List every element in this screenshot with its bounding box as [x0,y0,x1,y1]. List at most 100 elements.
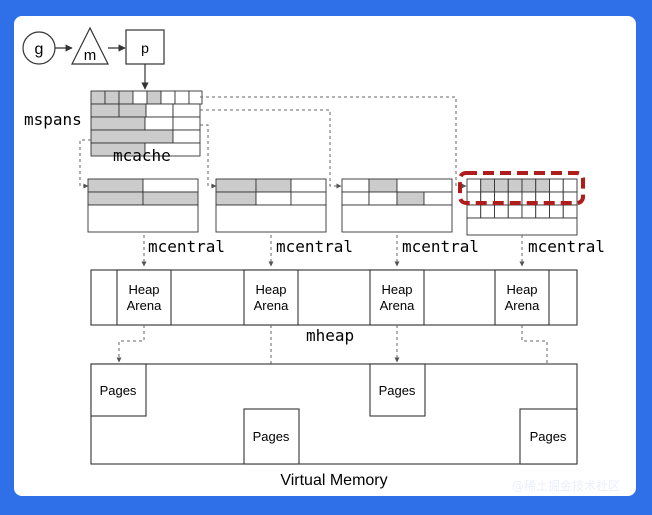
mcentral-2-cell-1-0 [215,191,257,206]
heap-arena-2-line2: Arena [254,298,289,313]
mcentral-4-cell-2-5 [535,204,550,219]
mcache-span-cell-2-0 [90,116,146,131]
mcentral-4-cell-0-3 [507,178,523,193]
mcentral-3-cell-0-2 [396,178,453,193]
mcentral-2-cell-0-1 [255,178,292,193]
mcentral-label-2: mcentral [276,237,353,256]
processor-label: p [141,40,149,56]
virtual-memory-box [90,363,578,465]
runtime-memory-diagram: g m p mspans mcache mcentral mcentral mc… [22,26,605,489]
mcentral-3-cell-1-0 [341,191,370,206]
mcentral-label-1: mcentral [148,237,225,256]
diagram-frame: g m p mspans mcache mcentral mcentral mc… [14,16,636,496]
arena-1-to-pages [116,325,145,363]
heap-arena-4 [494,269,550,326]
mcentral-2-cell-0-2 [290,178,327,193]
mspans-label: mspans [24,110,82,129]
heap-arena-1 [116,269,172,326]
mcentral-2-body [215,204,327,233]
mcache-to-mcentral-1 [79,139,91,189]
mcentral-4-cell-2-7 [562,204,578,219]
mcache-span-cell-0-5 [160,90,176,105]
mcentral-4-cell-0-5 [535,178,550,193]
mcentral-box-2 [215,178,327,233]
mcentral-3-cell-0-0 [341,178,370,193]
mcentral-4-cell-0-7 [562,178,578,193]
watermark: @稀土掘金技术社区 [511,479,620,493]
mcache-span-cell-0-4 [146,90,162,105]
highlighted-span-row [458,171,585,205]
mcentral-4-cell-0-1 [480,178,495,193]
mcentral-2-cell-1-2 [290,191,327,206]
mcentral-3-cell-1-2 [396,191,425,206]
mcentral-3-cell-1-1 [368,191,398,206]
heap-arenas: Heap Arena Heap Arena Heap Arena Heap Ar… [116,269,550,326]
mcentral-4-cell-0-0 [466,178,482,193]
heap-arena-3-line2: Arena [380,298,415,313]
pages-block-3 [369,363,426,417]
mcache-span-cell-0-1 [104,90,120,105]
mcentral-label-4: mcentral [528,237,605,256]
mcentral-4-cell-2-2 [494,204,509,219]
mcache-span-cell-1-1 [118,103,147,118]
mcache-span-cell-1-0 [90,103,120,118]
goroutine-label: g [35,41,44,58]
mcentral-3-cell-1-3 [423,191,453,206]
mcentral-4-cell-2-6 [549,204,564,219]
heap-arena-1-line1: Heap [128,282,159,297]
mcentral-box-4 [466,178,578,236]
mcache-to-mcentral-2 [200,124,217,189]
pages-block-4 [519,408,578,465]
mcache-span-cell-0-2 [118,90,134,105]
mcache-span-cell-0-0 [90,90,106,105]
mcentral-4-body [466,217,578,236]
gmp-chain: g m p [22,26,165,90]
pages-block-1-label: Pages [100,383,137,398]
machine-label: m [84,47,97,64]
heap-arena-1-line2: Arena [127,298,162,313]
mcentral-4-cell-0-2 [494,178,509,193]
mcentral-to-arena-connectors [141,235,525,267]
mcache-span-cell-4-1 [144,142,201,157]
pages-group: Pages Pages Pages Pages [90,363,578,465]
mcentral-4-cell-0-4 [521,178,537,193]
pages-block-4-label: Pages [530,429,567,444]
mcentral-4-cell-2-3 [507,204,523,219]
mcentral-4-cell-2-0 [466,204,482,219]
mcache-to-mcentral-3 [200,109,342,189]
mcache-to-mcentral-4 [200,96,467,189]
virtual-memory-label: Virtual Memory [280,472,387,489]
mcentral-1-cell-1-1 [142,191,199,206]
mcentral-1-cell-0-1 [142,178,199,193]
mcentral-1-cell-1-0 [87,191,144,206]
pages-block-1 [90,363,147,417]
mcentral-2-cell-0-0 [215,178,257,193]
heap-arena-4-line1: Heap [506,282,537,297]
mcache-span-cell-2-1 [144,116,174,131]
pages-block-2 [243,408,300,465]
mcentral-3-body [341,204,453,233]
heap-arena-3-line1: Heap [381,282,412,297]
heap-arena-4-line2: Arena [505,298,540,313]
mheap-label: mheap [306,326,354,345]
mcache-span-cell-3-0 [90,129,174,144]
mcentral-1-cell-0-0 [87,178,144,193]
mcache-span-cell-1-2 [145,103,174,118]
mcentral-4-cell-2-4 [521,204,537,219]
mcentral-4-cell-0-6 [549,178,564,193]
mcentral-3-cell-0-1 [368,178,398,193]
mcache-span-cell-1-3 [172,103,201,118]
mcache-span-cell-2-2 [172,116,201,131]
mcentral-2-cell-1-1 [255,191,292,206]
mcache-label: mcache [113,146,171,165]
mcache-span-cell-0-6 [174,90,190,105]
mcache-span-cell-3-1 [172,129,201,144]
mcentral-label-3: mcentral [402,237,479,256]
mcentral-4-cell-2-1 [480,204,495,219]
mcentral-box-3 [341,178,453,233]
heap-arena-2-line1: Heap [255,282,286,297]
mcentral-1-body [87,204,199,233]
pages-block-3-label: Pages [379,383,416,398]
mcentral-box-1 [87,178,199,233]
heap-arena-3 [369,269,425,326]
